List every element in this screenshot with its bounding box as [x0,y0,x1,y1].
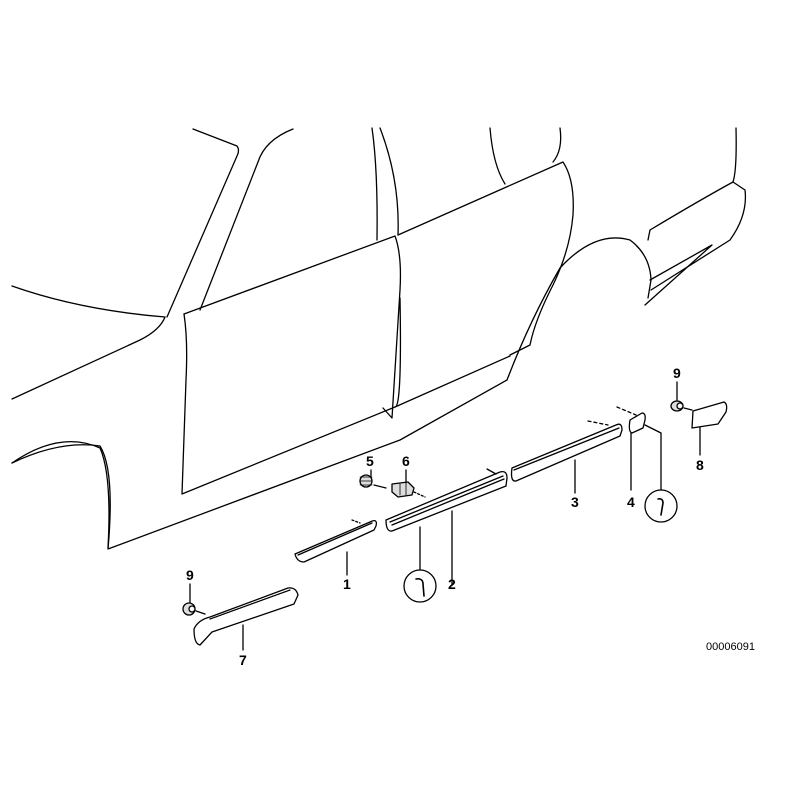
callout-5: 5 [366,453,374,469]
part-3-molding [510,420,623,494]
callout-8: 8 [696,457,704,473]
detail-circle-part-4 [644,489,678,523]
part-9-grommet-front [182,583,206,616]
callout-3: 3 [571,494,579,510]
callout-4: 4 [627,494,635,510]
part-7-fender-molding [193,587,299,651]
part-1-molding [294,519,378,576]
callout-7: 7 [239,652,247,668]
diagram-id: 00006091 [706,641,755,653]
car-body-outline [11,127,747,550]
part-2-molding [385,468,508,586]
part-4-end-cap [616,406,662,491]
part-9-grommet-rear [670,381,693,412]
callout-9-front: 9 [186,567,194,583]
callout-6: 6 [402,453,410,469]
callout-1: 1 [343,576,351,592]
callout-9-rear: 9 [673,365,681,381]
part-6-clip [391,469,426,498]
callout-2: 2 [448,576,456,592]
part-8-molding [691,401,728,456]
part-5-grommet [359,469,387,489]
detail-circle-part-2 [403,569,437,603]
